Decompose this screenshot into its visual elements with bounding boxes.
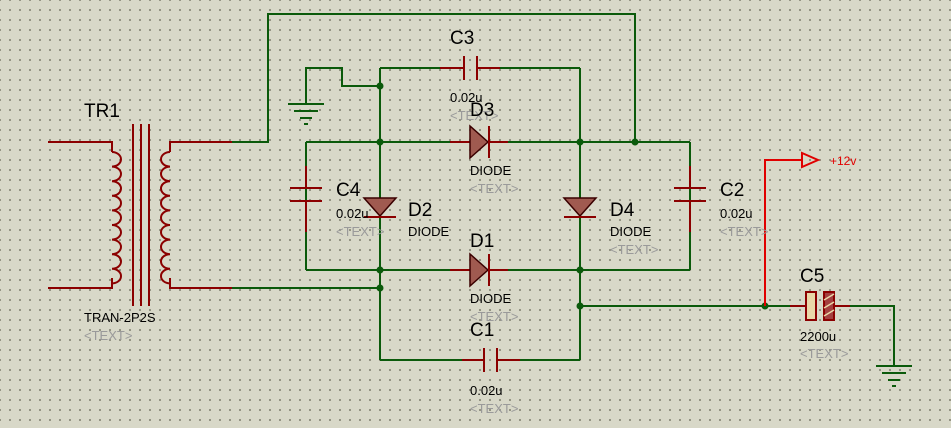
diode-d2[interactable]	[362, 197, 398, 218]
capacitor-c1[interactable]	[462, 348, 520, 372]
junction-dot	[631, 138, 639, 146]
d3-triangle	[469, 124, 490, 160]
power-terminal-label: +12v	[830, 154, 856, 168]
c5-hatch	[823, 293, 835, 301]
d4-ref-label: D4	[610, 200, 635, 221]
power-wire	[764, 159, 802, 306]
c1-text-label: <TEXT>	[470, 401, 518, 416]
c4-text-label: <TEXT>	[336, 224, 384, 239]
c3-text-label: <TEXT>	[450, 108, 498, 123]
ground-symbol-top[interactable]	[288, 102, 324, 125]
d1-triangle	[469, 252, 490, 288]
c3-ref-label: C3	[450, 28, 474, 49]
d1-value-label: DIODE	[470, 291, 512, 306]
c5-ref-label: C5	[800, 266, 824, 287]
tr1-primary-lead-bottom	[48, 278, 113, 289]
tr1-primary-coil	[111, 151, 122, 285]
junction-dot	[576, 266, 584, 274]
tr1-text-label: <TEXT>	[84, 328, 132, 343]
capacitor-c5[interactable]	[790, 291, 850, 321]
power-terminal-12v[interactable]: +12v	[764, 151, 856, 306]
d4-text-label: <TEXT>	[610, 242, 658, 257]
d2-value-label: DIODE	[408, 224, 450, 239]
d2-ref-label: D2	[408, 200, 432, 221]
tr1-primary-lead-top	[48, 141, 113, 152]
c1-value-label: 0.02u	[470, 383, 503, 398]
transformer-tr1[interactable]	[48, 124, 232, 306]
d4-value-label: DIODE	[610, 224, 652, 239]
c3-value-label: 0.02u	[450, 90, 483, 105]
diode-d3[interactable]	[450, 124, 508, 160]
wire-c5-ground[interactable]	[834, 305, 895, 366]
tr1-secondary-lead-top	[169, 141, 232, 152]
capacitor-c4[interactable]	[290, 166, 322, 232]
junction-dot	[576, 302, 584, 310]
c5-text-label: <TEXT>	[800, 346, 848, 361]
junction-dot	[376, 266, 384, 274]
d3-text-label: <TEXT>	[470, 181, 518, 196]
wire-secondary-top[interactable]	[232, 13, 636, 143]
d4-triangle	[562, 197, 598, 218]
junctions	[376, 82, 769, 310]
c2-value-label: 0.02u	[720, 206, 753, 221]
capacitor-c3[interactable]	[440, 56, 500, 80]
junction-dot	[576, 138, 584, 146]
d1-text-label: <TEXT>	[470, 309, 518, 324]
tr1-secondary-coil	[160, 151, 171, 285]
ground-symbol-output[interactable]	[876, 365, 912, 387]
c1-ref-label: C1	[470, 320, 494, 341]
capacitor-c2[interactable]	[674, 166, 706, 232]
c4-ref-label: C4	[336, 180, 361, 201]
c5-value-label: 2200u	[800, 329, 836, 344]
c5-plate-positive	[805, 291, 817, 321]
c5-hatch	[823, 301, 835, 309]
tr1-secondary-lead-bottom	[169, 278, 232, 289]
labels: TR1 TRAN-2P2S <TEXT> C3 0.02u <TEXT> D3 …	[84, 28, 848, 416]
power-arrow-icon	[801, 151, 821, 169]
c2-ref-label: C2	[720, 180, 744, 201]
junction-dot	[376, 82, 384, 90]
c5-hatch	[823, 309, 835, 317]
d3-value-label: DIODE	[470, 163, 512, 178]
d1-ref-label: D1	[470, 231, 494, 252]
tr1-ref-label: TR1	[84, 101, 120, 122]
junction-dot	[376, 284, 384, 292]
junction-dot	[376, 138, 384, 146]
c4-value-label: 0.02u	[336, 206, 369, 221]
wire-ground-top[interactable]	[305, 67, 380, 102]
wires	[232, 13, 895, 366]
tr1-value-label: TRAN-2P2S	[84, 310, 156, 325]
d2-triangle	[362, 197, 398, 218]
c2-text-label: <TEXT>	[720, 224, 768, 239]
diode-d4[interactable]	[562, 197, 598, 218]
diode-d1[interactable]	[450, 252, 508, 288]
d3-ref-label: D3	[470, 100, 494, 121]
